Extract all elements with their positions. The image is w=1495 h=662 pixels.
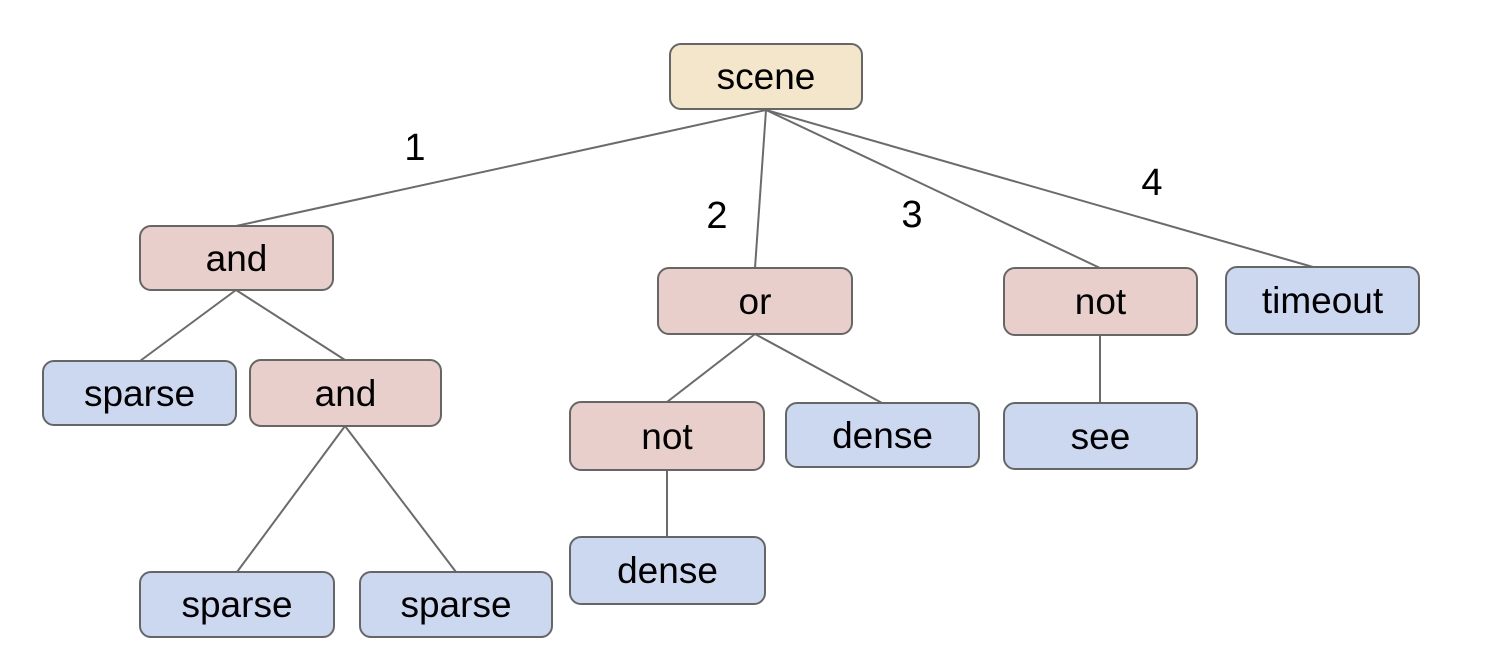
node-sparse-3: sparse — [359, 571, 553, 638]
edge-label-1: 1 — [404, 127, 426, 169]
node-and-2: and — [249, 359, 442, 427]
edge-scene-not — [765, 109, 1101, 269]
edge-label-2: 2 — [706, 195, 728, 237]
edge-and-sparse — [139, 289, 237, 362]
edge-label-3: 3 — [901, 194, 923, 236]
node-or-1: or — [657, 267, 853, 335]
node-and-1: and — [139, 225, 334, 291]
edge-scene-or — [754, 109, 767, 269]
node-timeout: timeout — [1225, 266, 1420, 335]
edge-scene-timeout — [765, 109, 1321, 270]
edge-and-and — [235, 289, 346, 361]
node-not-2: not — [569, 401, 765, 471]
node-see: see — [1003, 402, 1198, 470]
edge-scene-and — [235, 109, 767, 227]
node-dense-1: dense — [785, 402, 980, 468]
edge-label-4: 4 — [1141, 162, 1163, 204]
edge-and2-sparse2 — [236, 425, 346, 573]
node-scene: scene — [669, 43, 863, 110]
edge-or-dense1 — [754, 333, 883, 404]
node-sparse-2: sparse — [139, 571, 335, 638]
node-not-1: not — [1003, 267, 1198, 336]
edge-or-not2 — [666, 333, 756, 403]
node-dense-2: dense — [569, 536, 766, 605]
edge-and2-sparse3 — [344, 425, 457, 573]
node-sparse-1: sparse — [42, 360, 237, 426]
